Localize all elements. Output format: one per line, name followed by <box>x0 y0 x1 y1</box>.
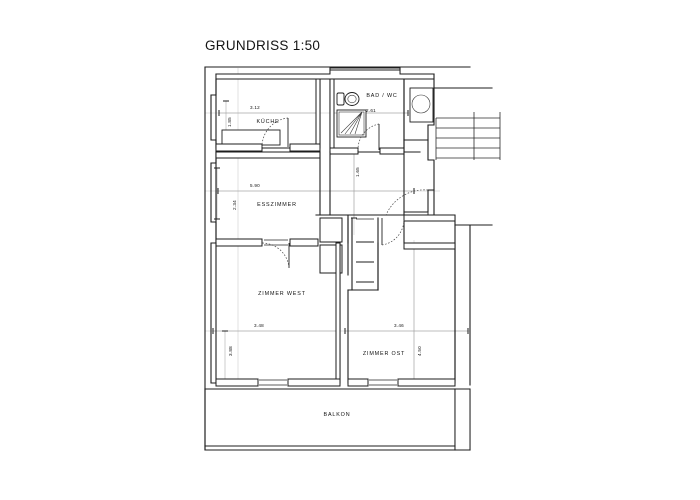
room-kueche[interactable] <box>215 78 321 153</box>
room-bad-wc[interactable] <box>329 78 405 155</box>
dimension-labels: 3.12 1.85 2.61 1.65 5.90 2.34 3.48 3.88 … <box>227 105 422 356</box>
kitchen-counter-fixture <box>221 129 281 146</box>
room-labels: KÜCHE BAD / WC ESSZIMMER ZIMMER WEST ZIM… <box>256 93 405 418</box>
dim-zimmer-ost-depth: 4.50 <box>417 346 422 356</box>
hallway-flur <box>315 189 456 291</box>
room-zimmer-west[interactable] <box>215 242 341 387</box>
dim-flur-depth: 1.65 <box>355 167 360 177</box>
room-esszimmer[interactable] <box>215 151 405 269</box>
room-label-bad-wc: BAD / WC <box>366 93 397 99</box>
room-label-zimmer-ost: ZIMMER OST <box>363 351 405 357</box>
utility-alcove <box>403 78 434 153</box>
room-zimmer-ost[interactable] <box>347 242 456 387</box>
sink-fixture <box>336 92 345 106</box>
room-balkon[interactable] <box>204 388 471 451</box>
dim-zimmer-west-depth: 3.88 <box>228 346 233 356</box>
dim-esszimmer-depth: 2.34 <box>232 200 237 210</box>
washing-machine-fixture <box>409 87 434 123</box>
page-title: GRUNDRISS 1:50 <box>205 38 321 53</box>
dim-bad-width: 2.61 <box>366 108 376 113</box>
dim-esszimmer-width: 5.90 <box>250 183 260 188</box>
toilet-fixture <box>344 92 360 106</box>
room-label-esszimmer: ESSZIMMER <box>257 202 297 208</box>
staircase <box>433 87 501 226</box>
dim-zimmer-ost-width: 3.46 <box>394 323 404 328</box>
exterior-walls <box>204 66 471 451</box>
dim-kueche-depth: 1.85 <box>227 117 232 127</box>
room-label-kueche: KÜCHE <box>256 118 279 125</box>
dim-zimmer-west-width: 3.48 <box>254 323 264 328</box>
room-label-zimmer-west: ZIMMER WEST <box>258 291 306 297</box>
room-label-balkon: BALKON <box>324 412 351 418</box>
dim-kueche-width: 3.12 <box>250 105 260 110</box>
